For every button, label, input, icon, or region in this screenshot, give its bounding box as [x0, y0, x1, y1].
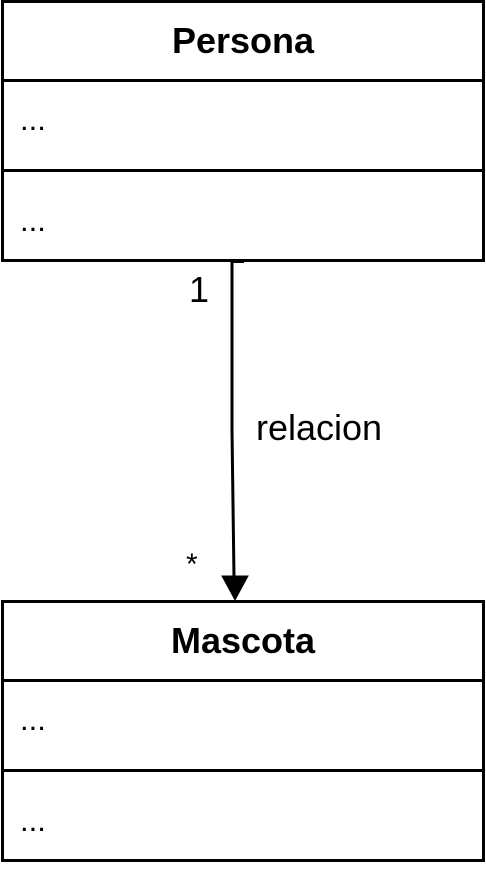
- class-persona[interactable]: Persona ... ...: [1, 0, 485, 262]
- association-line: [230, 262, 236, 579]
- source-multiplicity: 1: [189, 269, 210, 310]
- class-mascota[interactable]: Mascota ... ...: [1, 600, 485, 862]
- class-persona-attributes: ...: [4, 82, 482, 172]
- class-mascota-methods-text: ...: [20, 803, 46, 838]
- class-mascota-attributes: ...: [4, 682, 482, 772]
- target-multiplicity: *: [186, 548, 198, 581]
- class-mascota-attributes-text: ...: [20, 702, 46, 737]
- class-mascota-methods: ...: [4, 772, 482, 859]
- association-arrowhead-icon: [221, 575, 249, 602]
- association-name: relacion: [256, 407, 383, 448]
- class-mascota-name: Mascota: [4, 603, 482, 682]
- class-persona-methods-text: ...: [20, 203, 46, 238]
- class-persona-attributes-text: ...: [20, 102, 46, 137]
- class-persona-methods: ...: [4, 172, 482, 259]
- class-persona-name: Persona: [4, 3, 482, 82]
